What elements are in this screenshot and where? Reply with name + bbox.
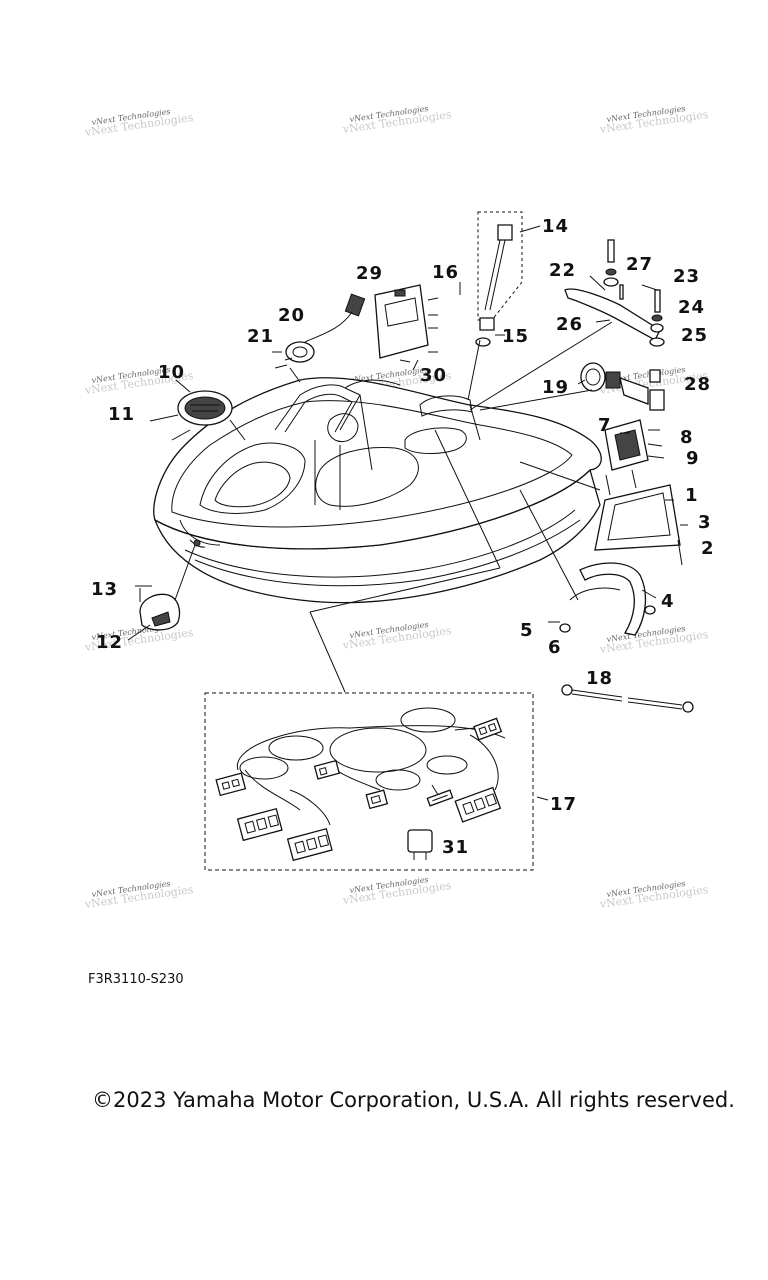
callout-18: 18	[586, 668, 613, 689]
part-28-sensor	[605, 369, 665, 411]
callout-20: 20	[278, 305, 305, 326]
part-31-relay	[407, 829, 433, 860]
callout-8: 8	[680, 427, 694, 448]
part-29-panel	[374, 284, 439, 363]
callout-30: 30	[420, 365, 447, 386]
callout-23: 23	[673, 266, 700, 287]
diagram-code: F3R3110-S230	[88, 972, 184, 987]
callout-19: 19	[542, 377, 569, 398]
callout-11: 11	[108, 404, 135, 425]
part-1-box	[594, 484, 688, 566]
callout-9: 9	[686, 448, 700, 469]
part-22-bracket	[564, 239, 665, 347]
callout-1: 1	[685, 485, 699, 506]
part-20-harness	[272, 293, 366, 369]
callout-31: 31	[442, 837, 469, 858]
callout-21: 21	[247, 326, 274, 347]
part-18-cable	[561, 684, 694, 713]
copyright-notice: ©2023 Yamaha Motor Corporation, U.S.A. A…	[92, 1088, 735, 1112]
callout-10: 10	[158, 362, 185, 383]
callout-25: 25	[681, 325, 708, 346]
callout-7: 7	[598, 415, 612, 436]
part-10-speaker	[149, 390, 233, 441]
callout-12: 12	[96, 632, 123, 653]
callout-28: 28	[684, 374, 711, 395]
boat-hull	[153, 377, 602, 604]
callout-16: 16	[432, 262, 459, 283]
callout-26: 26	[556, 314, 583, 335]
callout-27: 27	[626, 254, 653, 275]
callout-14: 14	[542, 216, 569, 237]
callout-2: 2	[701, 538, 715, 559]
callout-6: 6	[548, 637, 562, 658]
callout-22: 22	[549, 260, 576, 281]
callout-5: 5	[520, 620, 534, 641]
callout-29: 29	[356, 263, 383, 284]
part-4-strap	[548, 562, 656, 636]
part-12-bow-light	[139, 588, 181, 631]
part-14-fuel-filler	[475, 211, 523, 347]
callout-13: 13	[91, 579, 118, 600]
part-19-ring	[580, 362, 606, 392]
callout-17: 17	[550, 794, 577, 815]
callout-3: 3	[698, 512, 712, 533]
callout-ticks	[127, 225, 674, 801]
part-7-module	[604, 419, 665, 496]
callout-15: 15	[502, 326, 529, 347]
part-17-harness-box	[204, 692, 534, 871]
leader-lines	[174, 321, 613, 693]
callout-24: 24	[678, 297, 705, 318]
callout-4: 4	[661, 591, 675, 612]
callouts: 1 2 3 4 5 6 7 8 9 10 11 12 13 14 15 16 1…	[91, 216, 715, 858]
